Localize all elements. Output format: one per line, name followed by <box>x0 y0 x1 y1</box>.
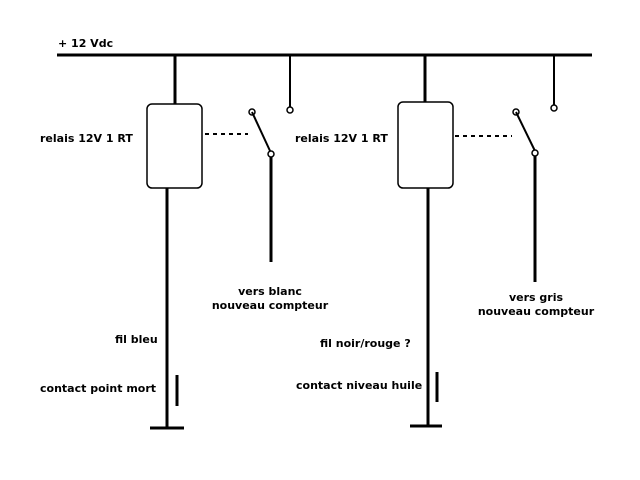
contact-1-label: contact point mort <box>40 382 157 395</box>
supply-label: + 12 Vdc <box>58 37 114 50</box>
switch-2-no-terminal <box>550 104 558 112</box>
relay-2-box <box>397 101 454 189</box>
output-2-label: vers gris nouveau compteur <box>466 291 606 319</box>
relay-1-label: relais 12V 1 RT <box>40 132 133 145</box>
output-1-label-line2: nouveau compteur <box>211 299 329 312</box>
wire-2-label: fil noir/rouge ? <box>320 337 411 350</box>
wire-1-label: fil bleu <box>115 333 158 346</box>
output-1-label-line1: vers blanc <box>238 285 302 298</box>
relay-2-label: relais 12V 1 RT <box>295 132 388 145</box>
relay-1-box <box>146 103 203 189</box>
switch-2-blade <box>515 111 536 152</box>
output-1-label: vers blanc nouveau compteur <box>200 285 340 313</box>
switch-1-blade <box>251 111 272 154</box>
contact-2-label: contact niveau huile <box>296 379 423 392</box>
output-2-label-line1: vers gris <box>508 291 564 304</box>
switch-1-no-terminal <box>286 106 294 114</box>
switch-1-common-terminal <box>267 150 275 158</box>
switch-2-common-terminal <box>531 149 539 157</box>
output-2-label-line2: nouveau compteur <box>477 305 595 318</box>
